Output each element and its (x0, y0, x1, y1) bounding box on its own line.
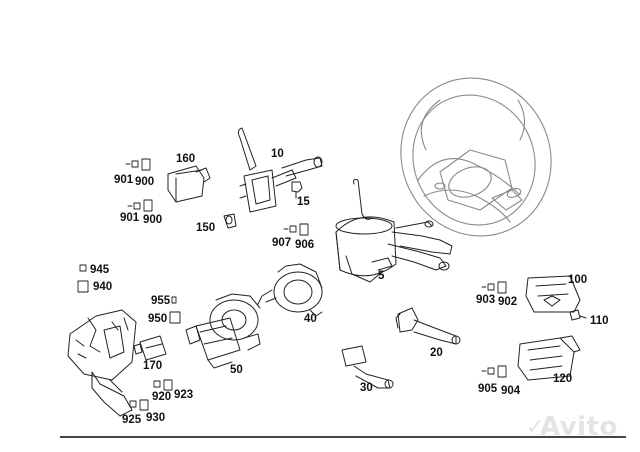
label-901-upper: 901 (114, 174, 134, 186)
label-160: 160 (176, 153, 196, 165)
label-903: 903 (476, 294, 496, 306)
label-920: 920 (152, 391, 172, 403)
label-900-lower: 900 (143, 214, 163, 226)
label-901-lower: 901 (120, 212, 140, 224)
switch-20 (395, 307, 461, 345)
clock-spring-5 (335, 179, 453, 283)
assembly-50 (185, 293, 261, 369)
label-945: 945 (90, 264, 110, 276)
control-unit-left (67, 309, 137, 417)
label-900-upper: 900 (135, 176, 155, 188)
part-150 (223, 213, 237, 229)
bolt-15 (291, 181, 303, 199)
label-120: 120 (553, 373, 573, 385)
baseline-rule (60, 436, 626, 438)
label-40: 40 (304, 313, 317, 325)
label-907: 907 (272, 237, 292, 249)
connector-glyphs (77, 158, 507, 411)
label-923: 923 (174, 389, 194, 401)
bracket-170 (133, 335, 167, 361)
label-905: 905 (478, 383, 498, 395)
switch-30 (341, 345, 394, 389)
label-150: 150 (196, 222, 216, 234)
label-955: 955 (151, 295, 171, 307)
module-160 (167, 165, 211, 203)
label-30: 30 (360, 382, 373, 394)
label-925: 925 (122, 414, 142, 426)
switch-120 (517, 335, 581, 381)
watermark-mark: ✓ (526, 414, 545, 439)
label-10: 10 (271, 148, 284, 160)
label-110: 110 (590, 315, 609, 327)
steering-wheel (400, 77, 552, 237)
label-5: 5 (378, 270, 385, 282)
label-930: 930 (146, 412, 166, 424)
label-15: 15 (297, 196, 310, 208)
label-170: 170 (143, 360, 163, 372)
label-20: 20 (430, 347, 443, 359)
label-906: 906 (295, 239, 315, 251)
watermark: Avito (540, 412, 618, 442)
label-902: 902 (498, 296, 518, 308)
bolt-110 (569, 309, 587, 321)
label-904: 904 (501, 385, 521, 397)
switch-100 (525, 275, 581, 313)
label-100: 100 (568, 274, 588, 286)
label-950: 950 (148, 313, 168, 325)
label-50: 50 (230, 364, 243, 376)
switch-10 (237, 127, 323, 213)
label-940: 940 (93, 281, 113, 293)
switch-40 (257, 263, 323, 317)
